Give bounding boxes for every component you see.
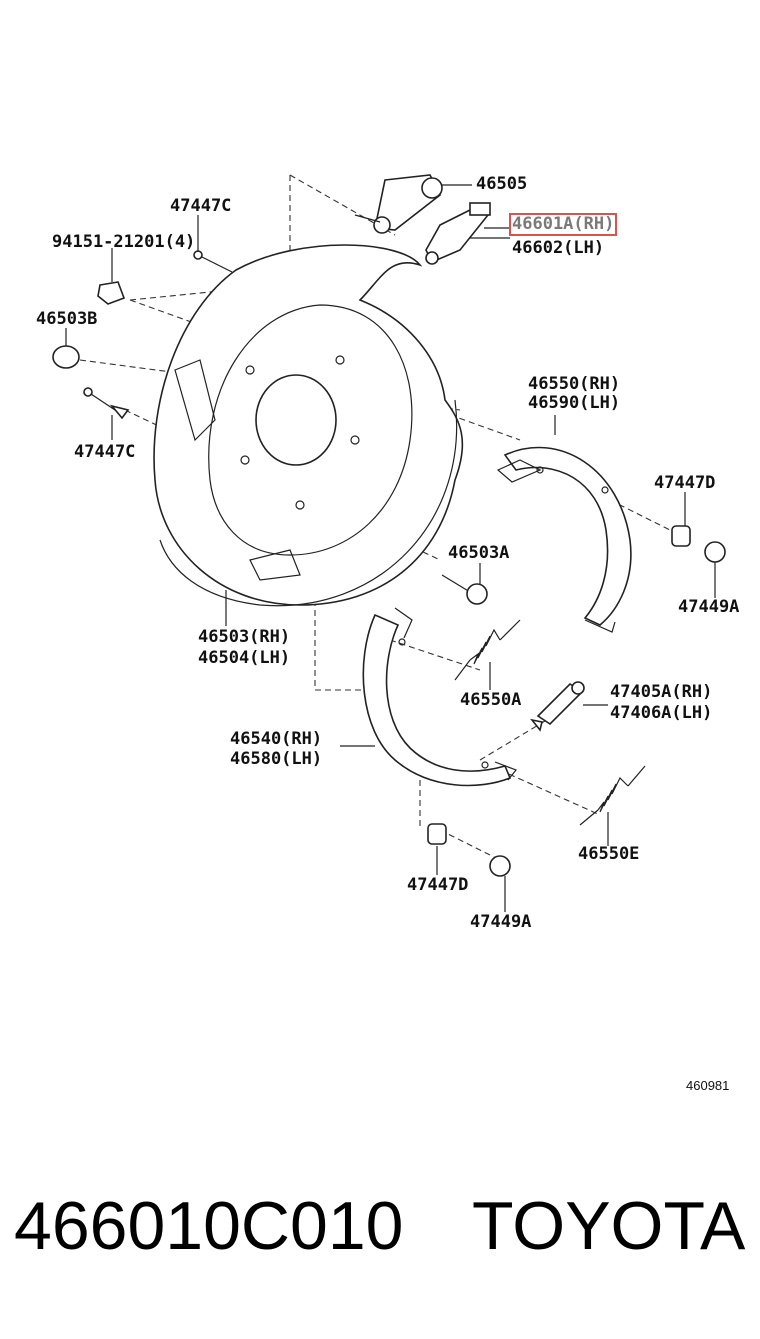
label-94151-21201: 94151-21201(4)	[52, 232, 196, 252]
backing-plate	[153, 244, 464, 606]
lower-brake-shoe-drawing	[362, 607, 517, 787]
lower-fasteners-drawing	[427, 823, 511, 877]
dust-shield	[159, 399, 458, 607]
label-46550: 46550(RH)	[528, 374, 621, 394]
lever-46505-drawing	[354, 174, 443, 234]
label-47449a-right: 47449A	[678, 597, 740, 617]
label-46503b: 46503B	[36, 309, 98, 329]
label-47406a: 47406A(LH)	[610, 703, 713, 723]
label-47405a: 47405A(RH)	[610, 682, 713, 702]
label-47449a-bottom: 47449A	[470, 912, 532, 932]
label-46550e: 46550E	[578, 844, 640, 864]
label-46503a: 46503A	[448, 543, 510, 563]
upper-right-fasteners-drawing	[441, 525, 726, 605]
label-46590: 46590(LH)	[528, 393, 621, 413]
label-46504: 46504(LH)	[198, 648, 291, 668]
label-46580: 46580(LH)	[230, 749, 323, 769]
label-47447d-bottom: 47447D	[407, 875, 469, 895]
label-47447d-right: 47447D	[654, 473, 716, 493]
parking-brake-cable-drawing	[425, 202, 491, 265]
label-46601a-highlighted: 46601A(RH)	[508, 213, 618, 236]
part-number: 466010C010	[14, 1188, 404, 1264]
label-47447c-mid: 47447C	[74, 442, 136, 462]
label-46550a: 46550A	[460, 690, 522, 710]
label-46540: 46540(RH)	[230, 729, 323, 749]
label-46503: 46503(RH)	[198, 627, 291, 647]
label-46505: 46505	[476, 174, 528, 194]
label-47447c-top: 47447C	[170, 196, 232, 216]
adjuster-drawing	[530, 681, 585, 732]
diagram-id: 460981	[686, 1078, 730, 1093]
label-46602: 46602(LH)	[512, 238, 605, 258]
springs-drawing	[454, 619, 646, 826]
upper-brake-shoe-drawing	[496, 446, 632, 633]
brand-name: TOYOTA	[472, 1188, 746, 1264]
leader-lines	[65, 184, 716, 912]
